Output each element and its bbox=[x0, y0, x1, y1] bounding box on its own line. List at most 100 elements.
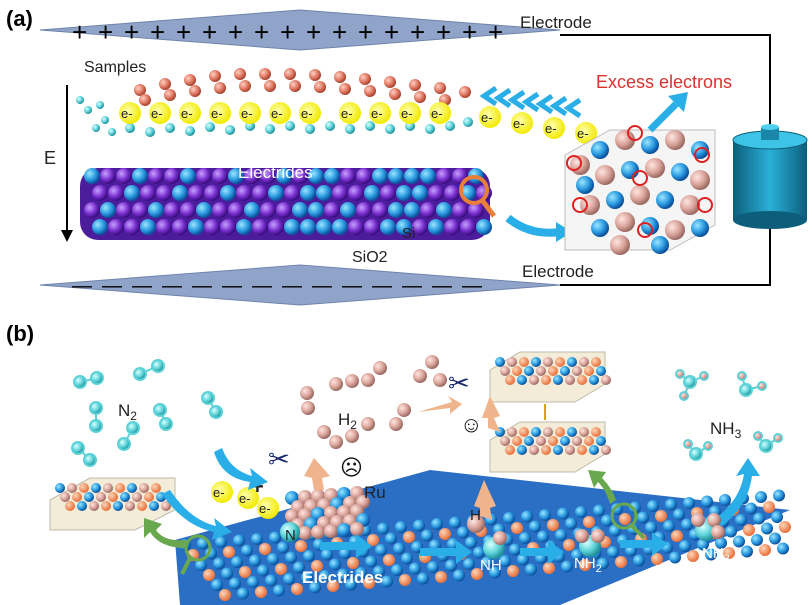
slab-atom bbox=[396, 185, 412, 201]
electron bbox=[429, 102, 451, 124]
slab-atom bbox=[228, 168, 244, 184]
surface-atom bbox=[355, 567, 367, 579]
surface-atom bbox=[399, 574, 411, 586]
mini-atom bbox=[125, 501, 135, 511]
slab-atom bbox=[236, 219, 252, 235]
minus-sign: — bbox=[432, 275, 452, 297]
nh3-molecules bbox=[675, 369, 783, 461]
mini-atom bbox=[536, 436, 546, 446]
cube-atom bbox=[665, 130, 685, 150]
minus-sign: — bbox=[372, 275, 392, 297]
plus-sign: + bbox=[488, 17, 503, 47]
surface-atom bbox=[213, 557, 225, 570]
slab-atom bbox=[260, 168, 276, 184]
mini-atom bbox=[541, 445, 551, 455]
slab-atom bbox=[372, 202, 388, 218]
plus-sign: + bbox=[306, 17, 321, 47]
surface-atom bbox=[463, 558, 475, 570]
surface-atom bbox=[293, 561, 305, 574]
mini-atom bbox=[531, 427, 541, 437]
slab-atom bbox=[388, 168, 404, 184]
nh3-surface-label: NH3 bbox=[702, 545, 730, 565]
slab-atom bbox=[220, 219, 236, 235]
slab-atom bbox=[308, 168, 324, 184]
slab-atom bbox=[396, 219, 412, 235]
plus-sign: + bbox=[176, 17, 191, 47]
minus-sign: — bbox=[132, 275, 152, 297]
cube-atom bbox=[615, 130, 635, 150]
slab-atom bbox=[116, 202, 132, 218]
mini-atom bbox=[517, 445, 527, 455]
surface-atom bbox=[597, 557, 609, 570]
surface-atom bbox=[375, 544, 387, 556]
surface-atom bbox=[555, 529, 567, 541]
surface-atom bbox=[231, 556, 243, 568]
mini-atom bbox=[79, 483, 89, 493]
surface-atom bbox=[229, 577, 241, 590]
slab-atom bbox=[420, 168, 436, 184]
slab-atom bbox=[140, 219, 156, 235]
minus-sign: — bbox=[462, 275, 482, 297]
scissors-icon: ✂ bbox=[448, 368, 470, 398]
surface-atom bbox=[519, 532, 531, 544]
surface-atom bbox=[705, 548, 717, 561]
surface-atom bbox=[509, 543, 521, 556]
surface-atom bbox=[741, 545, 753, 558]
cube-atom bbox=[651, 236, 669, 254]
surface-atom bbox=[557, 507, 569, 520]
mini-atom bbox=[91, 483, 101, 493]
surface-atom bbox=[665, 498, 677, 511]
slab-atom bbox=[388, 202, 404, 218]
mini-atom bbox=[589, 375, 599, 385]
surface-atom bbox=[777, 542, 789, 555]
surface-atom bbox=[769, 532, 781, 545]
plus-sign: + bbox=[254, 17, 269, 47]
cube-atom bbox=[591, 141, 609, 159]
ru-atom bbox=[350, 522, 364, 536]
surface-atom bbox=[345, 578, 357, 591]
slab-atom bbox=[324, 168, 340, 184]
surface-atom bbox=[449, 516, 461, 529]
cube-atom bbox=[671, 163, 689, 181]
slab-atom bbox=[284, 219, 300, 235]
surface-atom bbox=[273, 584, 285, 597]
surface-atom bbox=[507, 565, 519, 577]
h2-label: H2 bbox=[338, 410, 357, 432]
mini-atom bbox=[555, 427, 565, 437]
mini-atom bbox=[505, 375, 515, 385]
surface-atom bbox=[763, 501, 775, 513]
cube-atom bbox=[606, 191, 624, 209]
surface-atom bbox=[499, 555, 511, 567]
electride-slab bbox=[80, 168, 492, 240]
mini-atom bbox=[553, 445, 563, 455]
plus-signs: + + + + + + + + + + + + + + + + + bbox=[72, 17, 503, 47]
slab-atom bbox=[444, 219, 460, 235]
surface-atom bbox=[529, 520, 541, 533]
plus-sign: + bbox=[384, 17, 399, 47]
slab-atom bbox=[348, 185, 364, 201]
slab-atom bbox=[124, 185, 140, 201]
surface-atom bbox=[275, 563, 287, 575]
wire-top bbox=[560, 34, 771, 135]
mini-atom bbox=[553, 375, 563, 385]
surface-atom bbox=[417, 572, 429, 585]
slab-atom bbox=[148, 168, 164, 184]
happy-face-icon: ☺ bbox=[460, 412, 482, 437]
slab-atom bbox=[284, 185, 300, 201]
electron-label: e- bbox=[239, 491, 251, 506]
green-arrows bbox=[144, 470, 616, 548]
electron-label: e- bbox=[431, 106, 443, 121]
cube-atom bbox=[595, 165, 615, 185]
scissors-icon: ✂ bbox=[268, 444, 290, 474]
cube-atom bbox=[610, 235, 630, 255]
sio2-label: SiO2 bbox=[352, 249, 388, 266]
h-star-label: H bbox=[470, 507, 481, 524]
surface-atom bbox=[395, 521, 407, 533]
surface-atom bbox=[291, 583, 303, 595]
surface-atom bbox=[363, 577, 375, 589]
cube-atom bbox=[621, 161, 639, 179]
electron bbox=[511, 112, 533, 134]
electron bbox=[339, 102, 361, 124]
plus-sign: + bbox=[98, 17, 113, 47]
mini-atom bbox=[519, 357, 529, 367]
